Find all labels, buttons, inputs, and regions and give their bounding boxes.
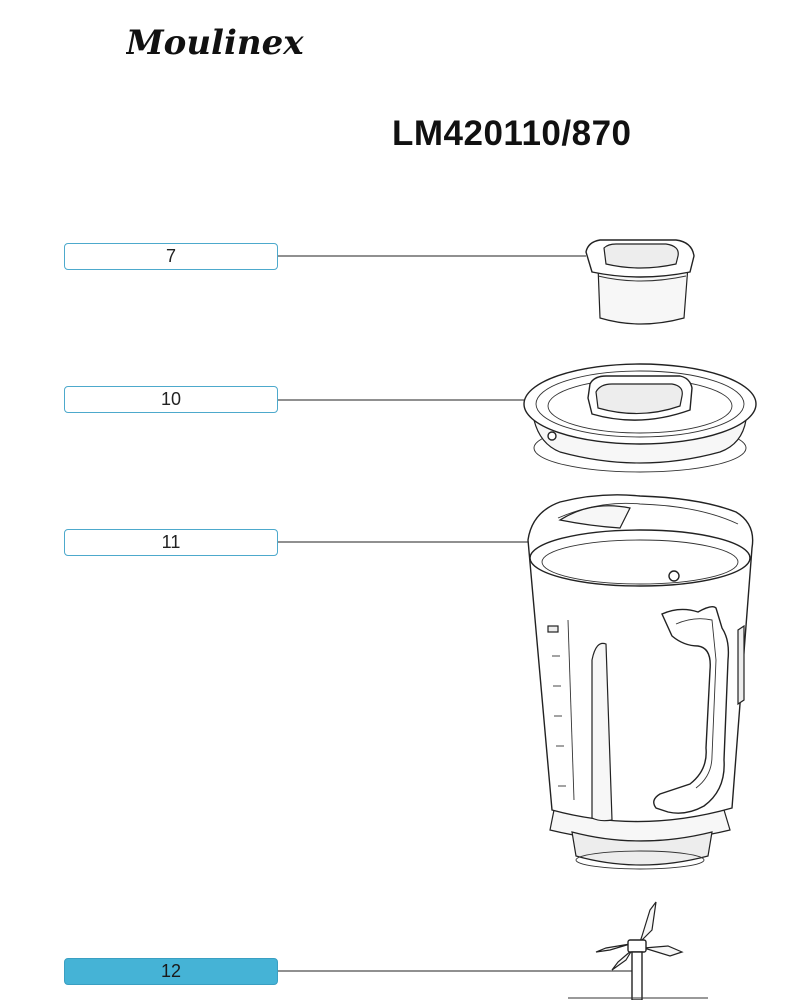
part-label-12[interactable]: 12 bbox=[64, 958, 278, 985]
measuring-cap-drawing bbox=[585, 239, 695, 325]
moulinex-logo: Moulinex bbox=[126, 23, 304, 63]
brand-wordmark: Moulinex bbox=[126, 23, 304, 63]
model-number: LM420110/870 bbox=[392, 114, 632, 153]
part-label-7[interactable]: 7 bbox=[64, 243, 278, 270]
blade-assembly-drawing bbox=[568, 901, 708, 1000]
lid-drawing bbox=[523, 363, 757, 473]
part-label-11[interactable]: 11 bbox=[64, 529, 278, 556]
part-label-10[interactable]: 10 bbox=[64, 386, 278, 413]
jug-drawing bbox=[527, 494, 754, 870]
